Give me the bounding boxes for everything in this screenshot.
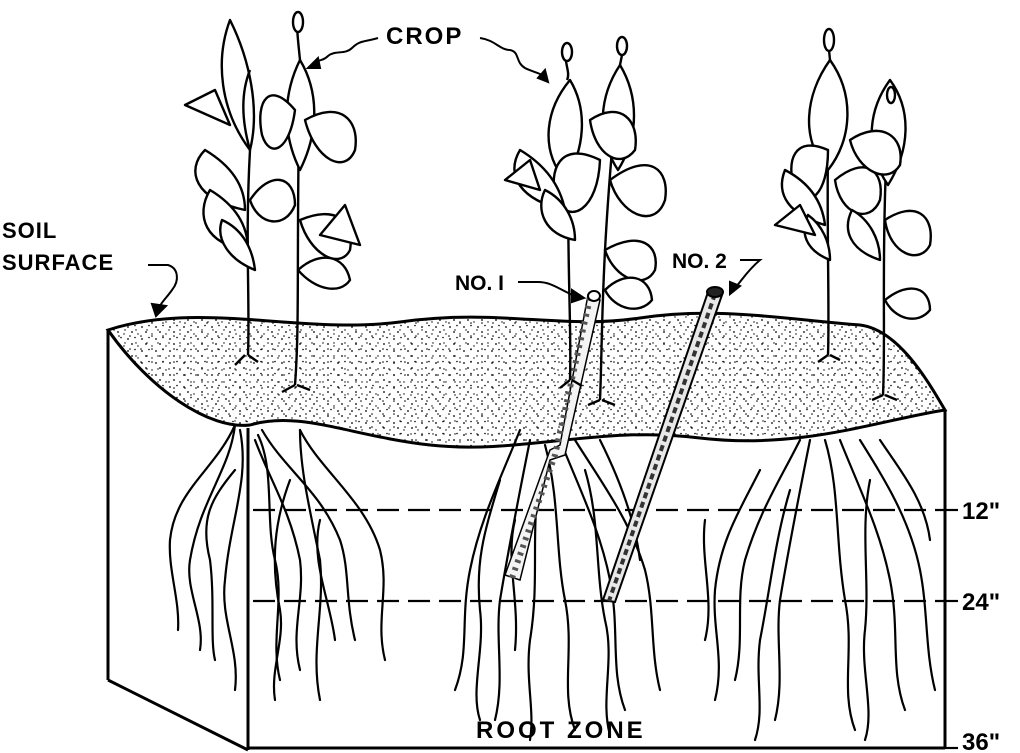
probe-2-leader (735, 260, 760, 288)
crop-label: CROP (386, 23, 463, 50)
roots (170, 425, 935, 740)
crop-leader-right (480, 38, 545, 78)
probe-1-leader (518, 282, 575, 296)
crop-leader-left (312, 38, 378, 65)
depth-label-36: 36" (962, 729, 1000, 753)
root-zone-label: ROOT ZONE (476, 717, 646, 744)
probe-1-label: NO. I (455, 272, 504, 295)
surface-label: SURFACE (2, 250, 114, 275)
probe-2-label: NO. 2 (672, 250, 727, 273)
soil-label: SOIL (2, 218, 57, 243)
depth-label-12: 12" (962, 498, 1000, 525)
depth-label-24: 24" (962, 589, 1000, 616)
